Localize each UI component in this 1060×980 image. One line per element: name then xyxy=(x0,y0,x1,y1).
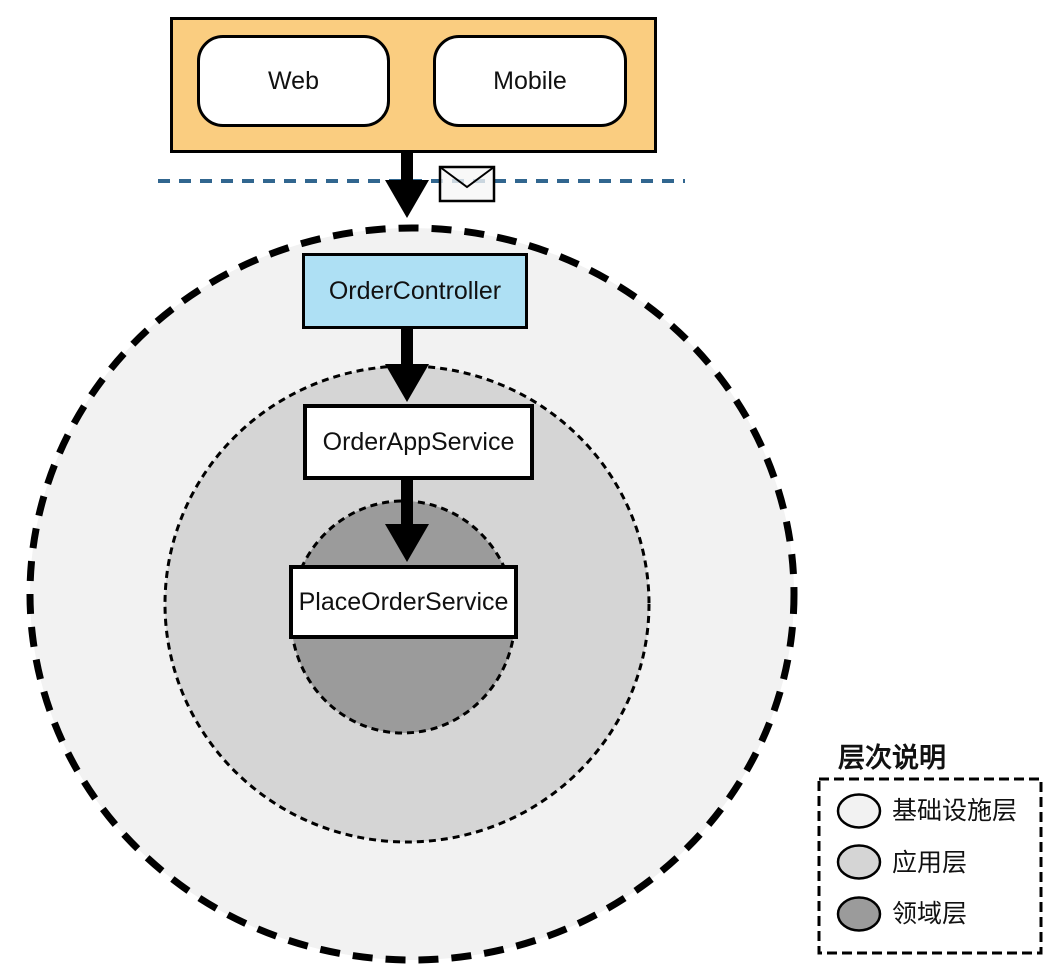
arrow-clients-to-controller xyxy=(385,153,429,218)
node-mobile: Mobile xyxy=(433,35,627,127)
legend-swatch-domain xyxy=(836,896,882,932)
legend-swatch-application xyxy=(836,844,882,880)
node-place-order-service: PlaceOrderService xyxy=(289,565,518,639)
envelope-icon xyxy=(438,165,496,203)
node-web: Web xyxy=(197,35,390,127)
node-order-controller: OrderController xyxy=(302,253,528,329)
node-mobile-label: Mobile xyxy=(493,66,567,95)
arrow-controller-to-appservice xyxy=(385,329,429,402)
legend-title: 层次说明 xyxy=(838,743,946,773)
arrow-appservice-to-domainservice xyxy=(385,480,429,562)
legend-item-domain: 领域层 xyxy=(892,900,968,928)
client-layer-box: Web Mobile xyxy=(170,17,657,153)
node-web-label: Web xyxy=(268,66,319,95)
legend-swatch-infrastructure xyxy=(836,793,882,829)
legend-item-infrastructure: 基础设施层 xyxy=(892,797,1018,825)
node-order-app-service: OrderAppService xyxy=(303,404,534,480)
legend-item-application: 应用层 xyxy=(892,849,968,877)
